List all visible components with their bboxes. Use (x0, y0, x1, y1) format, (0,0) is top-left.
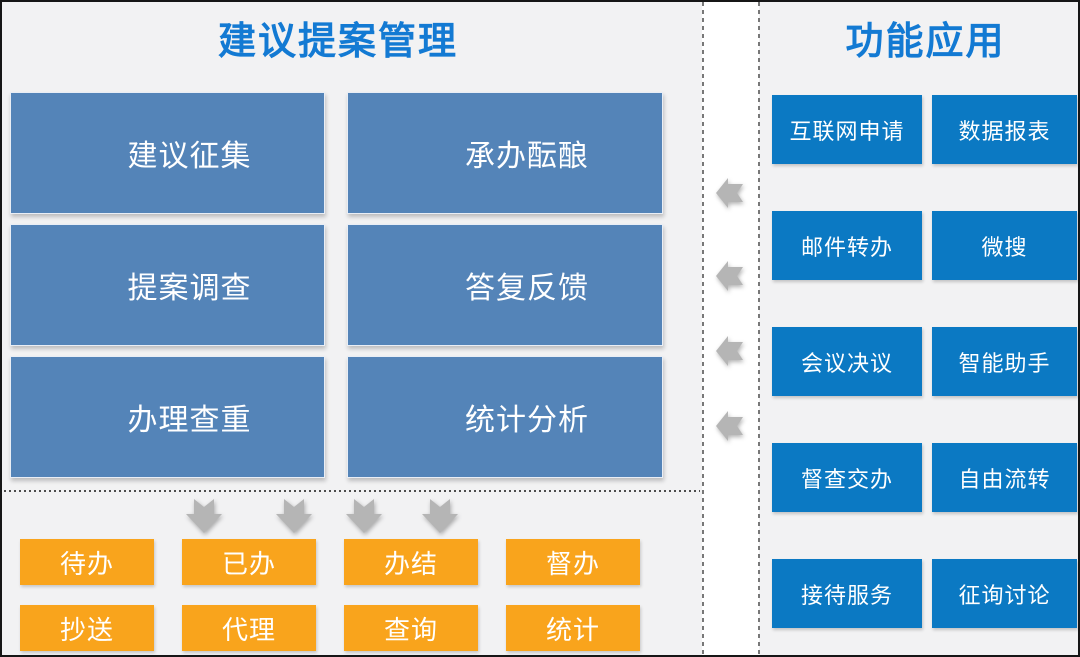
app-button-label: 数据报表 (958, 118, 1051, 144)
action-button-label: 抄送 (59, 614, 114, 645)
app-button-4: 微搜 (932, 211, 1077, 280)
app-button-label: 接待服务 (800, 582, 893, 608)
module-box-label: 统计分析 (465, 404, 589, 437)
app-button-10: 征询讨论 (932, 559, 1077, 628)
chevron-down-arrow-icon (276, 499, 312, 533)
module-box-5: 办理查重 (10, 356, 325, 478)
app-button-5: 会议决议 (772, 327, 922, 396)
action-button-2: 已办 (182, 539, 316, 585)
action-button-8: 统计 (506, 605, 640, 651)
module-box-4: 答复反馈 (347, 224, 663, 346)
action-button-3: 办结 (344, 539, 478, 585)
app-button-6: 智能助手 (932, 327, 1077, 396)
module-box-label: 承办酝酿 (465, 140, 589, 173)
app-button-label: 智能助手 (958, 350, 1051, 376)
module-box-label: 答复反馈 (465, 272, 589, 305)
action-button-label: 督办 (545, 548, 600, 579)
app-button-1: 互联网申请 (772, 95, 922, 164)
module-grid: 建议征集 承办酝酿 提案调查 答复反馈 办理查重 统计分析 (10, 92, 663, 478)
app-button-9: 接待服务 (772, 559, 922, 628)
module-box-label: 办理查重 (127, 404, 252, 437)
action-button-label: 待办 (59, 548, 114, 579)
action-button-label: 办结 (383, 548, 438, 579)
action-button-1: 待办 (20, 539, 154, 585)
app-button-3: 邮件转办 (772, 211, 922, 280)
proposal-management-panel: 建议提案管理 建议征集 承办酝酿 提案调查 答复反馈 办理查重 统计分析 (2, 2, 702, 655)
app-button-8: 自由流转 (932, 443, 1077, 512)
chevron-left-arrow-icon (716, 178, 743, 208)
app-button-label: 微搜 (981, 234, 1028, 260)
chevron-left-arrow-icon (716, 261, 743, 291)
chevron-down-arrow-icon (422, 499, 458, 533)
chevron-left-arrow-icon (716, 411, 743, 441)
module-box-1: 建议征集 (10, 92, 325, 214)
action-button-label: 查询 (383, 614, 438, 645)
action-button-6: 代理 (182, 605, 316, 651)
left-panel-title: 建议提案管理 (217, 21, 458, 63)
action-grid: 待办 已办 办结 督办 抄送 代理 查询 统计 (20, 539, 640, 651)
app-button-label: 邮件转办 (800, 234, 893, 260)
dashed-divider-right (758, 2, 760, 655)
action-button-4: 督办 (506, 539, 640, 585)
app-button-label: 征询讨论 (958, 582, 1051, 608)
action-button-label: 统计 (545, 614, 600, 645)
module-box-label: 提案调查 (127, 272, 252, 305)
dotted-separator (4, 490, 700, 492)
app-button-label: 会议决议 (800, 350, 893, 376)
chevron-left-arrow-icon (716, 336, 743, 366)
action-button-label: 代理 (221, 614, 276, 645)
dashed-divider-left (702, 2, 704, 655)
connector-strip (702, 2, 759, 655)
app-button-label: 督查交办 (800, 466, 893, 492)
app-button-label: 自由流转 (958, 466, 1051, 492)
app-button-label: 互联网申请 (789, 118, 905, 144)
right-panel-title: 功能应用 (845, 21, 1006, 63)
module-box-3: 提案调查 (10, 224, 325, 346)
action-button-5: 抄送 (20, 605, 154, 651)
chevron-down-arrow-icon (186, 499, 222, 533)
app-grid: 互联网申请 数据报表 邮件转办 微搜 会议决议 智能助手 督查交办 自由流转 接… (772, 95, 1077, 628)
chevron-down-arrow-icon (346, 499, 382, 533)
app-button-2: 数据报表 (932, 95, 1077, 164)
action-button-7: 查询 (344, 605, 478, 651)
app-button-7: 督查交办 (772, 443, 922, 512)
module-box-2: 承办酝酿 (347, 92, 663, 214)
action-button-label: 已办 (221, 548, 276, 579)
module-box-label: 建议征集 (127, 140, 252, 173)
module-box-6: 统计分析 (347, 356, 663, 478)
